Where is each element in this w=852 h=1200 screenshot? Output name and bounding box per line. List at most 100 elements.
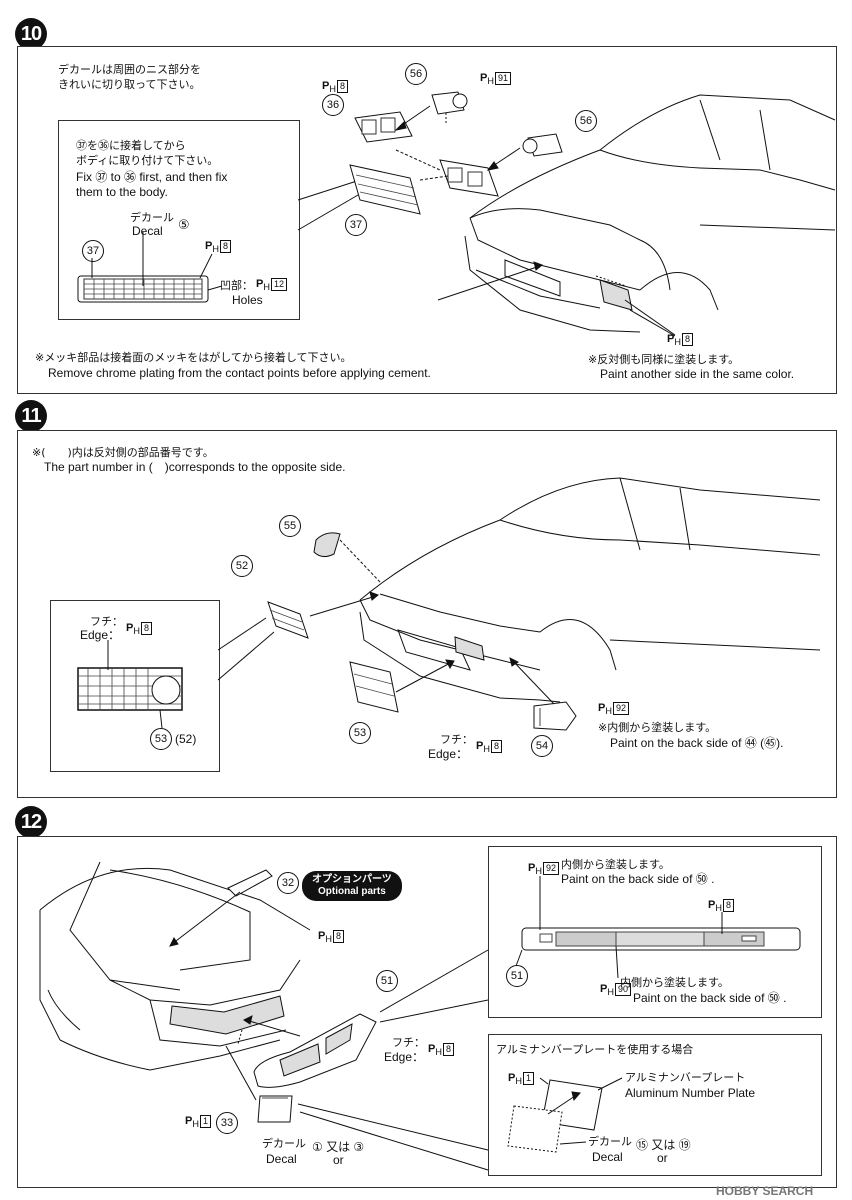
headlight-36-drawing (354, 111, 499, 197)
step-number-11: 11 (15, 400, 47, 432)
backside-note-en: Paint on the back side of ㊹ (㊺). (610, 736, 784, 750)
part-54-drawing (533, 701, 577, 731)
decal-label-jp: デカール (130, 211, 174, 224)
bumper-51-drawing (253, 1013, 377, 1088)
part-54-callout: 54 (531, 735, 553, 757)
car-rear-drawing (39, 861, 311, 1071)
decal-trim-note-jp-2: きれいに切り取って下さい。 (58, 78, 201, 91)
part-53-drawing (349, 661, 399, 713)
part-53-inset-callout: 53 (150, 728, 172, 750)
inset-backside-en-2: Paint on the back side of ㊿ . (633, 991, 787, 1005)
inset-instruction-jp-1: ㊲を㊱に接着してから (76, 139, 186, 152)
part-36-callout: 36 (322, 94, 344, 116)
part-32-drawing (227, 869, 273, 897)
part-33-drawing (257, 1095, 293, 1123)
inset-edge-label-en: Edge： (80, 628, 121, 642)
part-33-callout: 33 (216, 1112, 238, 1134)
chrome-note-jp: ※メッキ部品は接着面のメッキをはがしてから接着して下さい。 (35, 351, 352, 364)
opposite-part-note-jp: ※( )内は反対側の部品番号です。 (32, 446, 214, 459)
part-51-callout: 51 (376, 970, 398, 992)
taillight-strip-51-drawing (515, 876, 801, 979)
chrome-note-en: Remove chrome plating from the contact p… (48, 366, 431, 380)
part-32-callout: 32 (277, 872, 299, 894)
plate-decal-numbers: ⑮ 又は ⑲ (636, 1138, 691, 1152)
part-56-callout-right: 56 (575, 110, 597, 132)
backside-note-jp: ※内側から塗装します。 (598, 721, 717, 734)
decal-label-en: Decal (132, 224, 163, 238)
grille-37-drawing (349, 149, 441, 215)
part-53-callout: 53 (349, 722, 371, 744)
inset-grille-53-drawing (77, 640, 183, 729)
part-55-callout: 55 (279, 515, 301, 537)
opposite-side-note-en: Paint another side in the same color. (600, 367, 795, 381)
plate-decal-label-en: Decal (592, 1150, 623, 1164)
bumper-edge-label-jp: フチ： (392, 1036, 425, 1049)
step-12-arrows (169, 891, 301, 1101)
opposite-side-note-jp: ※反対側も同様に塗装します。 (588, 353, 740, 366)
plate-33-decal-en: Decal (266, 1152, 297, 1166)
holes-label-jp: 凹部： (220, 279, 253, 292)
aluminum-plate-drawing (507, 1077, 623, 1153)
decal-trim-note-jp: デカールは周囲のニス部分を (58, 63, 201, 76)
decal-number: ⑤ (178, 217, 190, 232)
optional-parts-badge: オプションパーツ Optional parts (302, 871, 402, 901)
aluminum-plate-title: アルミナンバープレートを使用する場合 (496, 1043, 694, 1056)
step-12-plate-inset (488, 1034, 822, 1176)
holes-label-en: Holes (232, 293, 263, 307)
inset-grille-37-drawing (77, 232, 223, 303)
plate-33-decal-numbers: ① 又は ③ (312, 1140, 365, 1154)
step-10-arrows (394, 105, 543, 301)
aluminum-plate-label-en: Aluminum Number Plate (625, 1086, 756, 1100)
part-56-callout-top: 56 (405, 63, 427, 85)
inset-backside-jp-1: 内側から塗装します。 (561, 858, 670, 871)
part-56-drawing (431, 91, 563, 157)
inset-instruction-en-2: them to the body. (76, 185, 168, 199)
step-number-10: 10 (15, 18, 47, 50)
edge-label-en: Edge： (428, 747, 469, 761)
part-51-inset-callout: 51 (506, 965, 528, 987)
part-52-inset-callout: (52) (175, 732, 197, 746)
plate-33-decal-or: or (333, 1153, 344, 1167)
plate-33-decal-jp: デカール (262, 1137, 306, 1150)
part-55-drawing (313, 532, 341, 558)
plate-decal-label-jp: デカール (588, 1135, 632, 1148)
car-front-drawing-11 (359, 477, 821, 703)
optional-parts-en: Optional parts (318, 886, 386, 897)
inset-instruction-jp-2: ボディに取り付けて下さい。 (76, 154, 219, 167)
opposite-part-note-en: The part number in ( )corresponds to the… (44, 460, 346, 474)
part-52-drawing (267, 601, 309, 639)
inset-instruction-en-1: Fix ㊲ to ㊱ first, and then fix (76, 170, 228, 184)
hobby-search-watermark: HOBBY SEARCH (716, 1184, 814, 1198)
part-37-inset-callout: 37 (82, 240, 104, 262)
inset-edge-label-jp: フチ： (90, 615, 123, 628)
aluminum-plate-label-jp: アルミナンバープレート (625, 1071, 746, 1084)
part-37-callout: 37 (345, 214, 367, 236)
edge-label-jp: フチ： (440, 733, 473, 746)
inset-backside-jp-2: 内側から塗装します。 (620, 976, 729, 989)
step-number-12: 12 (15, 806, 47, 838)
car-front-drawing (464, 94, 836, 333)
part-52-callout: 52 (231, 555, 253, 577)
bumper-edge-label-en: Edge： (384, 1050, 425, 1064)
plate-decal-or: or (657, 1151, 668, 1165)
optional-parts-jp: オプションパーツ (312, 874, 392, 885)
inset-backside-en-1: Paint on the back side of ㊿ . (561, 872, 715, 886)
